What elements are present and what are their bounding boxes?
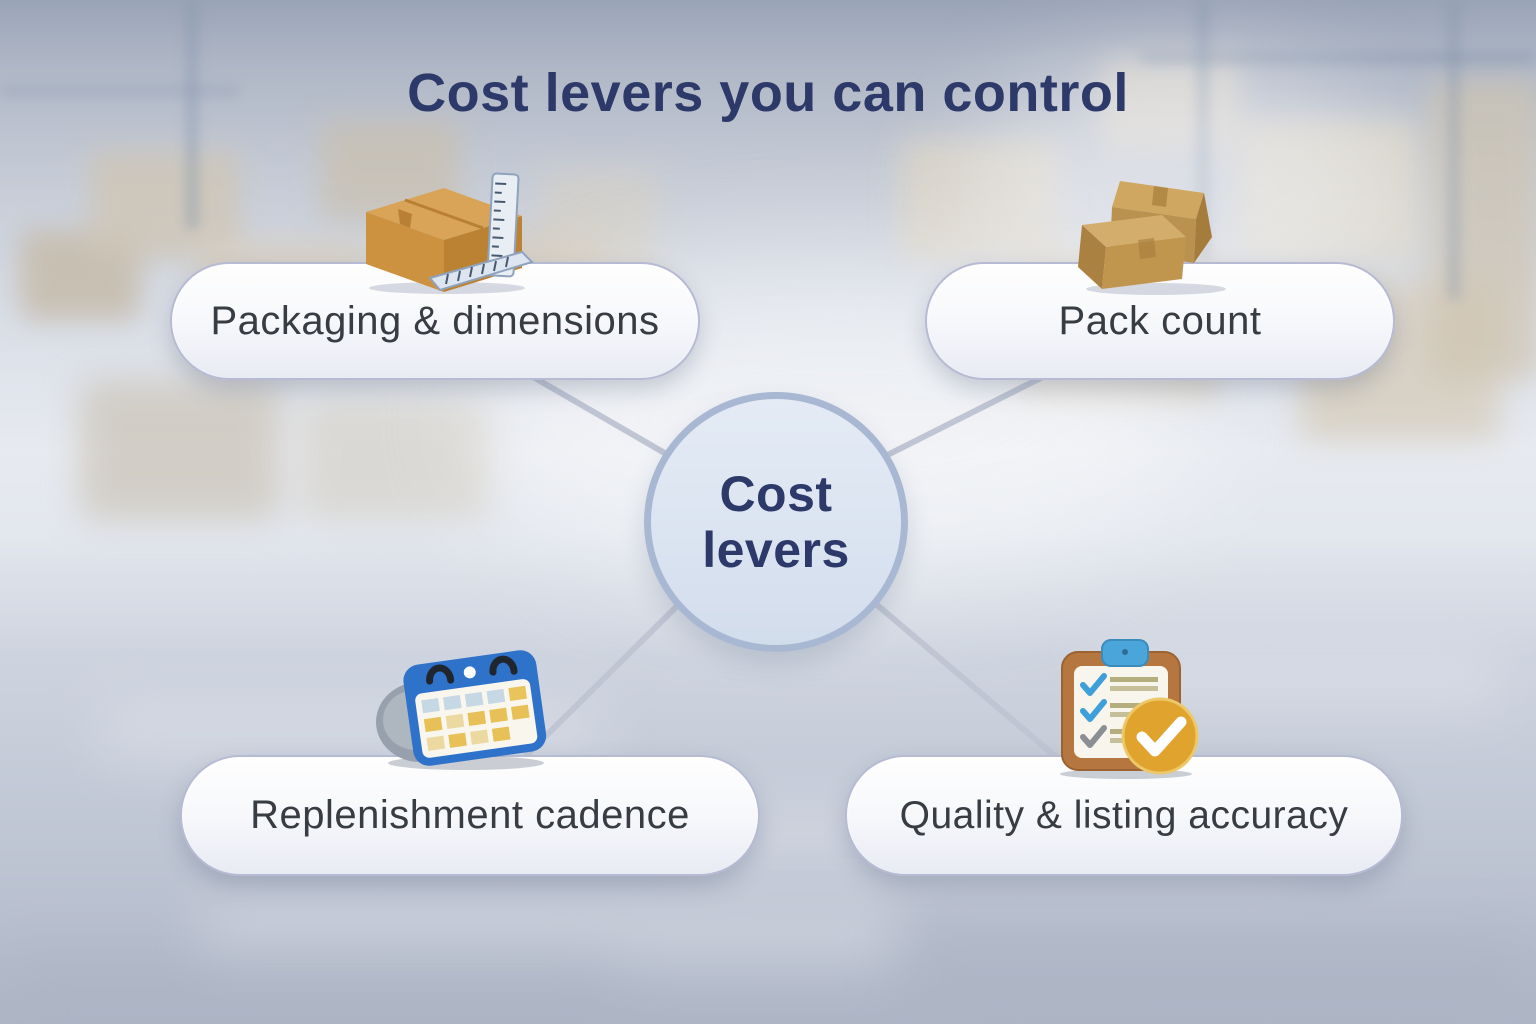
rack-frame-bar	[0, 86, 240, 96]
blurred-box	[300, 400, 490, 520]
floor-shadow	[0, 955, 620, 1024]
calendar-icon	[376, 650, 547, 770]
node-pack-count-label: Pack count	[1058, 298, 1262, 343]
rack-frame-bar	[1140, 52, 1536, 64]
page-title: Cost levers you can control	[407, 63, 1129, 123]
center-node: Cost levers	[644, 392, 908, 652]
stacked-boxes-icon	[1078, 181, 1226, 295]
node-quality-listing-accuracy-label: Quality & listing accuracy	[899, 793, 1349, 837]
center-node-label-line2: levers	[702, 522, 850, 578]
node-replenishment-cadence-label: Replenishment cadence	[250, 793, 690, 837]
blurred-box	[80, 380, 280, 520]
blurred-box	[1430, 80, 1536, 380]
center-node-label-line1: Cost	[719, 466, 833, 522]
floor-highlight	[200, 900, 900, 960]
rack-frame-bar	[1448, 0, 1460, 300]
node-replenishment-cadence: Replenishment cadence	[180, 755, 760, 876]
rack-frame-bar	[186, 0, 198, 230]
clipboard-check-icon	[1060, 639, 1199, 779]
floor-shadow	[900, 930, 1536, 1020]
box-with-ruler-icon	[366, 172, 534, 294]
node-packaging-dimensions-label: Packaging & dimensions	[210, 298, 660, 343]
